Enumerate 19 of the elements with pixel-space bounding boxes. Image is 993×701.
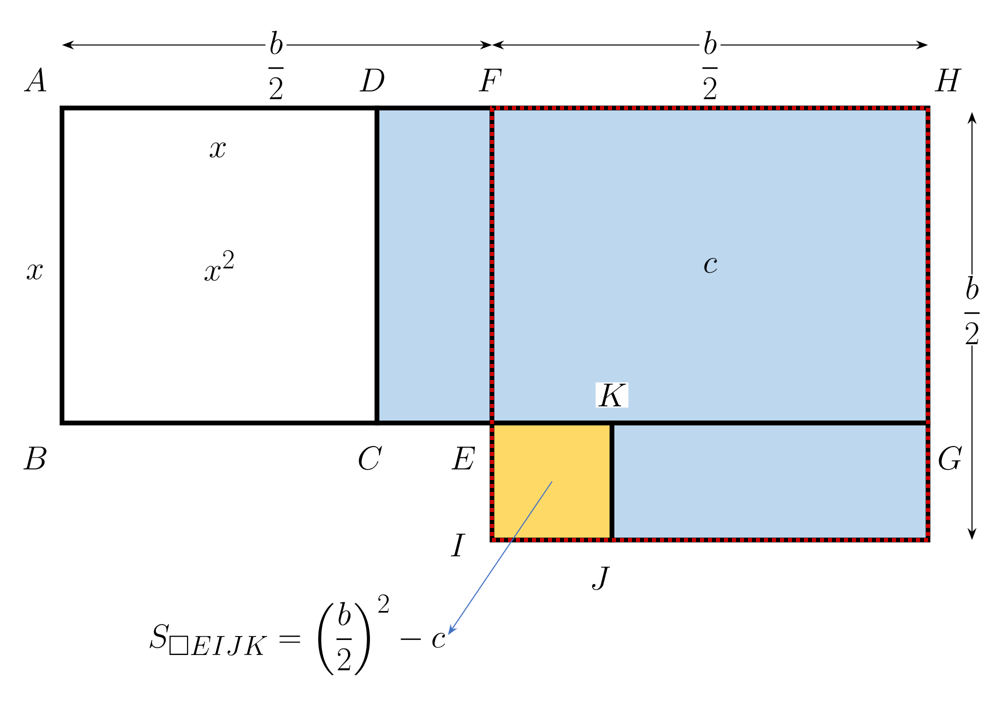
point-label: $G$ [936,445,964,471]
point-label: $J$ [588,565,612,591]
point-label: $F$ [476,67,504,93]
rectangle [610,420,930,542]
dimension-label: $\frac{b}{2}$ [699,30,721,100]
dimension-label: $\frac{b}{2}$ [265,30,287,100]
formula: $S_{\square EIJK} = \left(\frac{b}{2}\right)^2 - c$ [150,594,445,676]
dimension-label: $\frac{b}{2}$ [961,274,983,346]
side-label: $x$ [24,264,46,280]
side-label: $x$ [207,142,229,158]
point-label: $E$ [448,445,478,471]
point-label: $H$ [932,67,964,93]
point-label: $K$ [596,382,628,408]
dotted-square [490,106,930,542]
point-label: $B$ [20,445,50,471]
point-label: $I$ [448,532,468,558]
point-label: $C$ [356,445,384,471]
point-label: $D$ [356,67,388,93]
point-label: $A$ [22,67,48,93]
